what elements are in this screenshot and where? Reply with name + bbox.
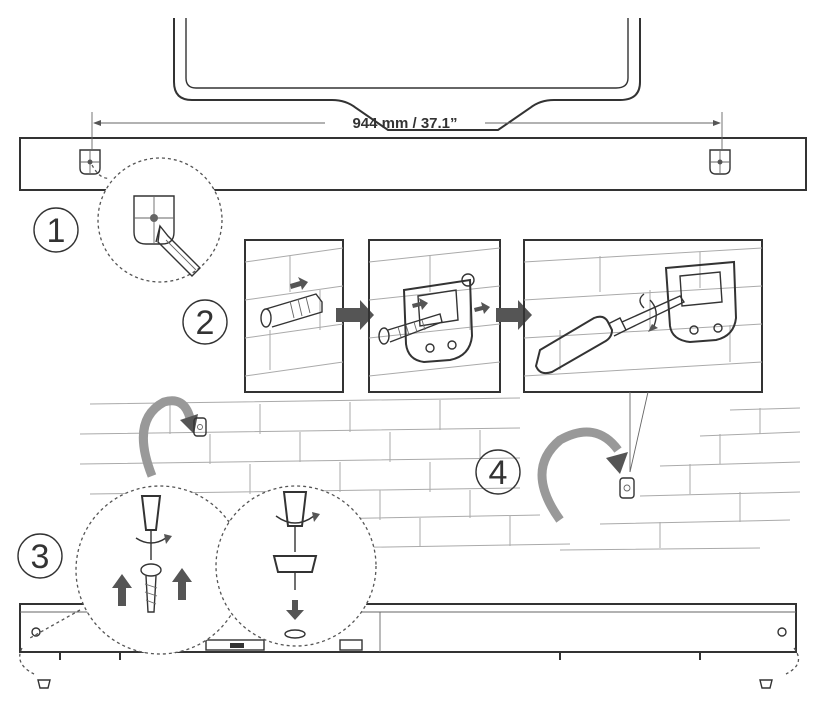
bracket-icon xyxy=(402,273,475,364)
bracket-icon-2 xyxy=(664,260,738,344)
panel-bracket-screw xyxy=(368,239,501,393)
screw-icon xyxy=(378,313,443,345)
arrow-right-icon xyxy=(336,300,374,330)
foot-left-icon xyxy=(37,679,51,689)
step-2: 2 xyxy=(182,239,763,393)
step-3-number: 3 xyxy=(31,538,50,576)
screwdriver-icon xyxy=(534,295,686,375)
screwdriver-icon-3 xyxy=(275,491,320,552)
bracket-small-icon xyxy=(619,477,635,499)
pencil-icon xyxy=(155,224,201,277)
step-1: 1 xyxy=(33,157,223,283)
panel-wall-plug xyxy=(244,239,344,393)
step-3: 3 xyxy=(17,485,377,655)
foot-icon xyxy=(272,555,318,590)
step-3-wall-bracket xyxy=(138,396,207,478)
brick-wall xyxy=(79,397,801,551)
step-1-number: 1 xyxy=(47,212,66,250)
tv-outline xyxy=(173,18,641,131)
wall-plug-icon xyxy=(260,293,323,328)
step-4: 4 xyxy=(475,391,649,523)
rotate-arrow-icon-2 xyxy=(138,396,198,478)
step-2-number: 2 xyxy=(196,304,215,342)
arrow-right-icon-2 xyxy=(496,300,532,330)
foot-right-icon xyxy=(759,679,773,689)
mounting-template xyxy=(19,137,807,191)
step-4-number: 4 xyxy=(489,454,508,492)
rotate-arrow-icon xyxy=(537,427,628,523)
dimension-line: 944 mm / 37.1” xyxy=(91,112,723,150)
screw-icon-2 xyxy=(140,563,162,613)
dimension-label: 944 mm / 37.1” xyxy=(352,115,457,132)
panel-screwdriver xyxy=(523,239,763,393)
screwdriver-icon-2 xyxy=(135,495,172,560)
